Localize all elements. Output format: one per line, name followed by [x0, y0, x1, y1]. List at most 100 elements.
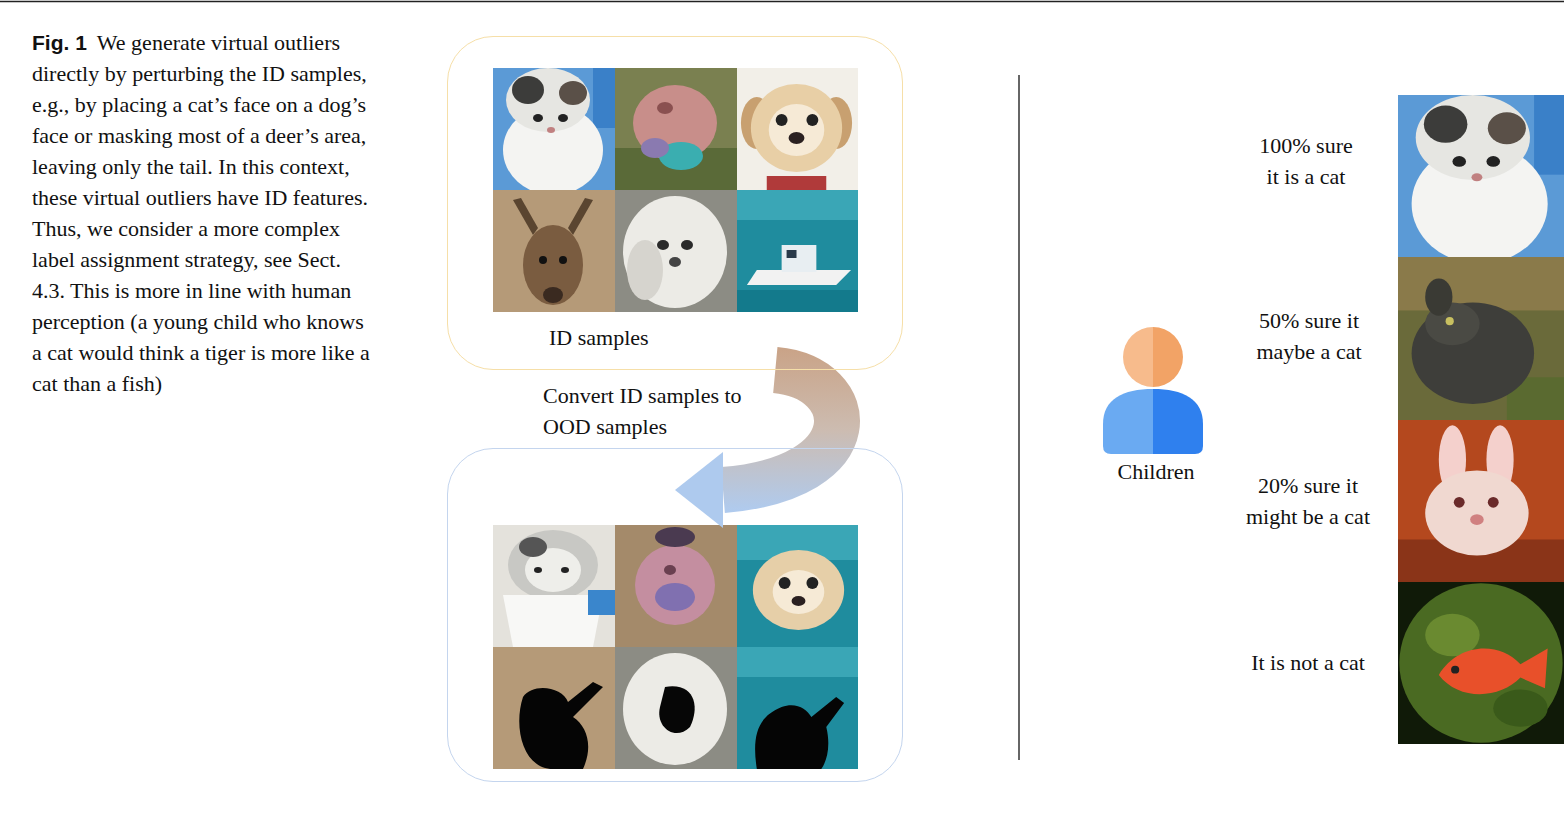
- tile-content: [737, 190, 858, 312]
- photo-shape: [755, 697, 844, 769]
- photo-patch: [1534, 95, 1564, 175]
- photo-blob: [539, 256, 547, 264]
- head-right: [1153, 327, 1183, 387]
- photo-patch: [1398, 582, 1564, 744]
- photo-patch: [787, 250, 797, 258]
- photo-blob: [558, 114, 568, 122]
- photo-blob: [1470, 514, 1484, 525]
- edge-label: Convert ID samples to OOD samples: [543, 380, 758, 442]
- photo-blob: [1424, 106, 1468, 143]
- photo-tile: [737, 647, 858, 769]
- photo-blob: [508, 530, 598, 600]
- photo-patch: [593, 68, 615, 128]
- person-icon: [1088, 322, 1218, 456]
- photo-blob: [641, 138, 669, 158]
- photo-patch: [737, 525, 858, 647]
- photo-tile: [1398, 582, 1564, 744]
- photo-blob: [1416, 95, 1530, 180]
- tile-content: [493, 190, 615, 312]
- tile-content: [737, 525, 858, 647]
- photo-blob: [1399, 583, 1562, 742]
- photo-blob: [773, 570, 825, 614]
- photo-blob: [512, 76, 544, 104]
- photo-tile: [493, 525, 615, 647]
- confidence-note: 100% sure it is a cat: [1255, 130, 1357, 192]
- photo-blob: [627, 240, 663, 300]
- photo-tile: [493, 647, 615, 769]
- head-left: [1123, 327, 1153, 387]
- photo-patch: [615, 190, 737, 312]
- photo-tile: [493, 68, 615, 195]
- photo-blob: [655, 583, 695, 611]
- photo-blob: [769, 104, 825, 156]
- photo-patch: [737, 68, 858, 190]
- photo-blob: [559, 81, 587, 105]
- photo-shape: [1439, 648, 1548, 694]
- photo-blob: [789, 132, 805, 144]
- photo-tile: [737, 525, 858, 647]
- photo-blob: [1488, 497, 1499, 508]
- photo-patch: [615, 525, 737, 647]
- photo-blob: [559, 256, 567, 264]
- top-rule: [0, 1, 1564, 3]
- photo-blob: [657, 240, 669, 250]
- photo-patch: [493, 525, 615, 647]
- photo-patch: [737, 647, 858, 769]
- confidence-note: 50% sure it maybe a cat: [1245, 305, 1373, 367]
- photo-blob: [533, 114, 543, 122]
- photo-blob: [776, 114, 788, 126]
- photo-tile: [737, 68, 858, 190]
- node-label: ID samples: [549, 322, 649, 353]
- photo-blob: [1488, 112, 1526, 144]
- photo-blob: [1486, 156, 1500, 167]
- photo-blob: [792, 596, 806, 606]
- confidence-note: 20% sure it might be a cat: [1232, 470, 1384, 532]
- photo-tile: [615, 68, 737, 190]
- photo-blob: [1425, 614, 1479, 656]
- photo-blob: [623, 196, 727, 308]
- photo-blob: [806, 114, 818, 126]
- photo-blob: [669, 257, 681, 267]
- photo-blob: [523, 225, 583, 305]
- photo-blob: [506, 68, 590, 132]
- photo-blob: [1452, 156, 1466, 167]
- photo-blob: [664, 565, 676, 575]
- photo-tile: [737, 190, 858, 312]
- photo-tile: [493, 190, 615, 312]
- photo-shape: [513, 198, 538, 235]
- photo-blob: [1493, 690, 1547, 727]
- photo-tile: [615, 525, 737, 647]
- photo-patch: [615, 68, 737, 190]
- child-figure: Children: [1088, 322, 1224, 491]
- photo-patch: [737, 290, 858, 312]
- figure-number: Fig. 1: [32, 31, 87, 54]
- photo-blob: [635, 545, 715, 625]
- body-right: [1153, 389, 1203, 454]
- photo-blob: [1454, 497, 1465, 508]
- photo-blob: [1425, 278, 1452, 315]
- body-left: [1103, 389, 1153, 454]
- photo-shape: [659, 686, 694, 733]
- tile-content: [737, 647, 858, 769]
- photo-shape: [568, 198, 593, 235]
- node-label: Children: [1088, 456, 1224, 487]
- photo-blob: [806, 577, 818, 589]
- photo-blob: [547, 127, 555, 133]
- photo-patch: [1398, 257, 1564, 420]
- photo-patch: [767, 176, 827, 190]
- photo-patch: [737, 190, 858, 220]
- tile-content: [615, 525, 737, 647]
- photo-blob: [1412, 302, 1534, 404]
- id-samples-box: ID samples: [447, 36, 903, 370]
- photo-blob: [1425, 470, 1528, 555]
- photo-blob: [751, 84, 842, 172]
- tile-content: [1398, 257, 1564, 420]
- photo-patch: [1398, 257, 1564, 310]
- ood-samples-box: [447, 448, 903, 782]
- tile-content: [1398, 420, 1564, 582]
- photo-blob: [657, 102, 673, 114]
- tile-content: [615, 647, 737, 769]
- photo-patch: [737, 190, 858, 312]
- photo-blob: [1446, 317, 1454, 325]
